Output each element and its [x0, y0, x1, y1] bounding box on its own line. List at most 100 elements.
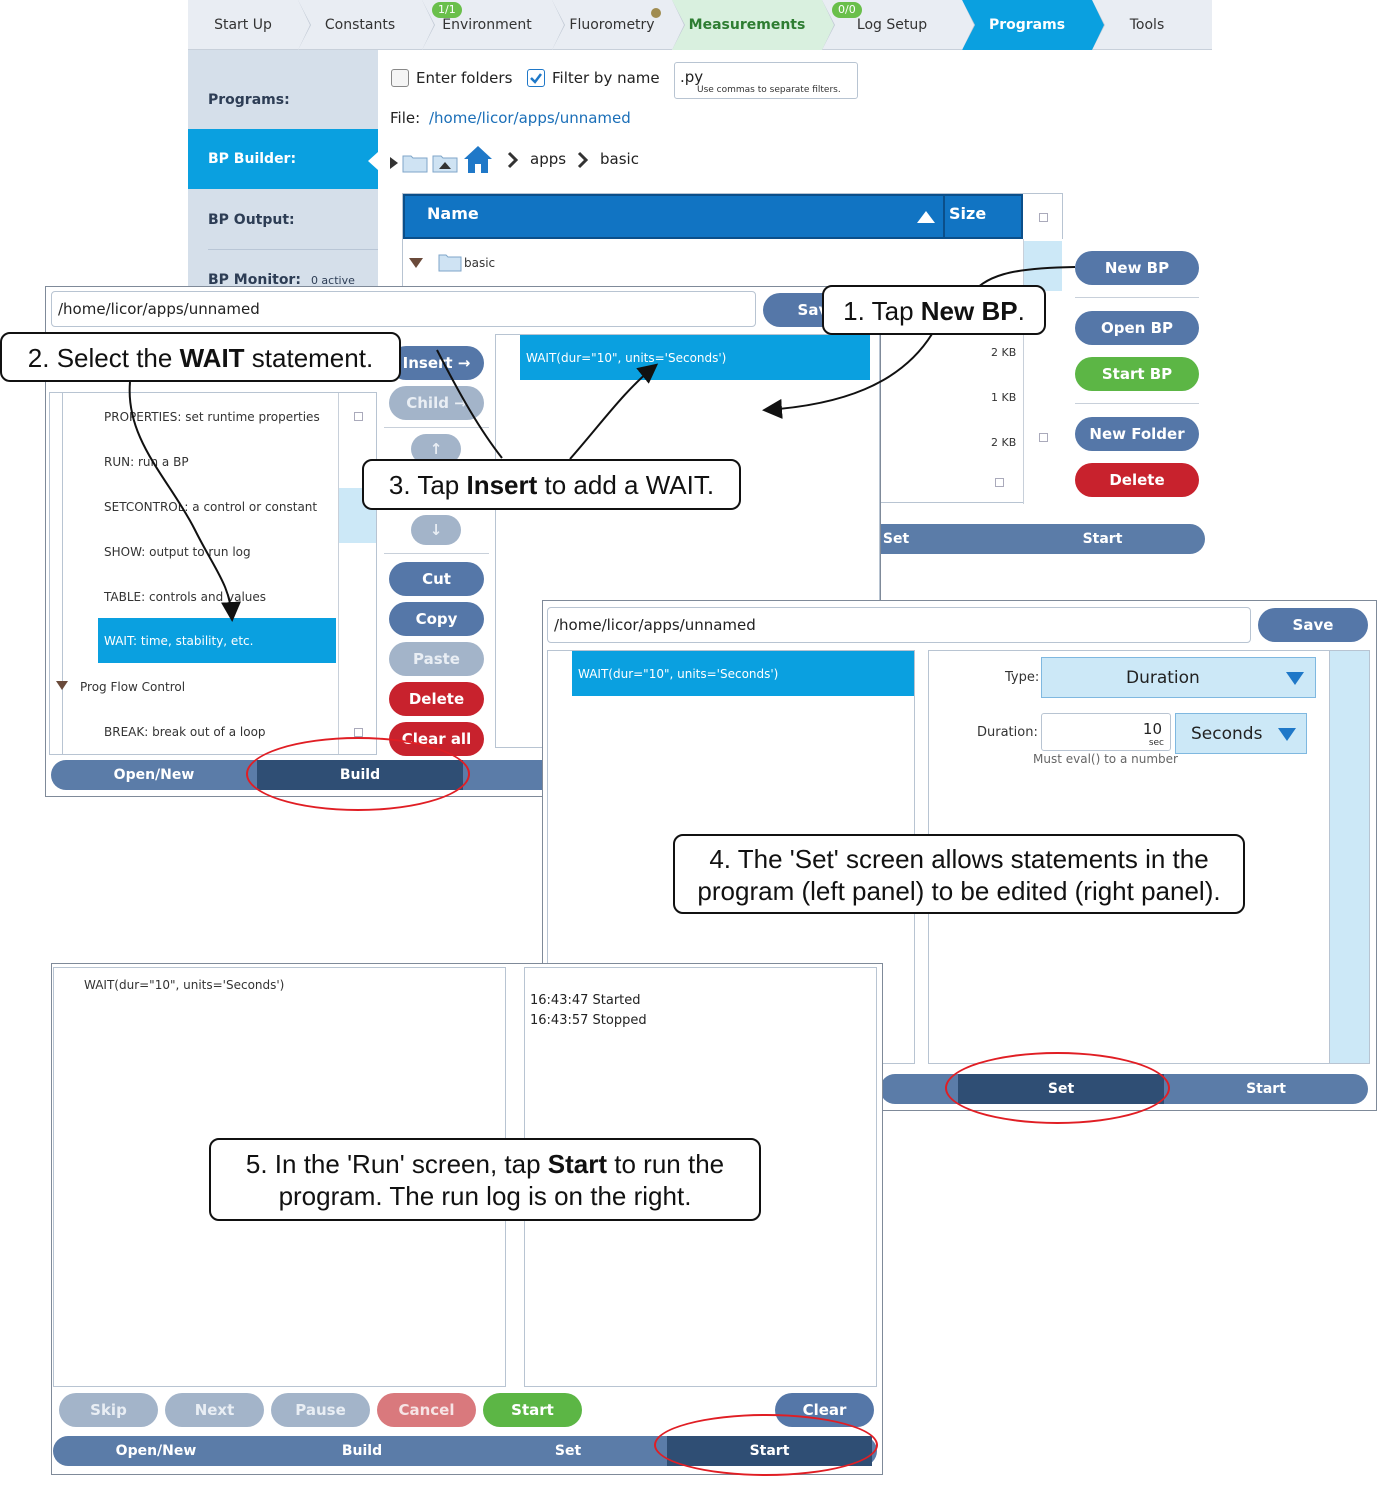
list-item[interactable]: SHOW: output to run log [104, 545, 251, 559]
crumb-basic[interactable]: basic [600, 150, 639, 168]
side-item-label: BP Builder: [208, 151, 297, 167]
list-item[interactable]: BREAK: break out of a loop [104, 725, 266, 739]
units-select[interactable]: Seconds [1175, 713, 1307, 754]
duration-input[interactable]: 10 sec [1041, 713, 1171, 751]
delete-button[interactable]: Delete [389, 682, 484, 716]
list-scrollbar[interactable] [338, 393, 376, 754]
start-bp-button[interactable]: Start BP [1075, 357, 1199, 391]
copy-button[interactable]: Copy [389, 602, 484, 636]
side-item-bp-output[interactable]: BP Output: [188, 190, 378, 250]
filter-input[interactable]: .py Use commas to separate filters. [674, 62, 858, 99]
collapse-arrow-icon[interactable] [409, 258, 423, 268]
divider [384, 427, 489, 428]
pause-button[interactable]: Pause [271, 1393, 370, 1427]
filter-by-name-checkbox[interactable] [527, 69, 545, 87]
type-select[interactable]: Duration [1041, 657, 1316, 698]
callout-text: 1. Tap [843, 296, 921, 326]
tab-log-setup[interactable]: Log Setup [822, 0, 975, 50]
delete-button[interactable]: Delete [1075, 463, 1199, 497]
open-bp-button[interactable]: Open BP [1075, 311, 1199, 345]
callout-step-4: 4. The 'Set' screen allows statements in… [673, 834, 1245, 914]
tab-open-new[interactable]: Open/New [113, 767, 195, 783]
next-button[interactable]: Next [165, 1393, 264, 1427]
list-item[interactable]: SETCONTROL: a control or constant [104, 500, 318, 514]
statement-list: PROPERTIES: set runtime properties RUN: … [49, 392, 377, 755]
tab-label: Measurements [688, 17, 806, 33]
breadcrumb: apps basic [390, 143, 650, 177]
program-line[interactable]: WAIT(dur="10", units='Seconds') [84, 978, 285, 992]
callout-text: program. The run log is on the right. [278, 1181, 692, 1211]
file-path: /home/licor/apps/unnamed [429, 109, 631, 127]
tab-open-new[interactable]: Open/New [115, 1443, 197, 1459]
expand-arrow-icon[interactable] [390, 157, 398, 169]
tab-environment[interactable]: Environment [422, 0, 565, 50]
row-select-box[interactable] [1039, 433, 1048, 442]
new-bp-button[interactable]: New BP [1075, 251, 1199, 285]
group-header[interactable]: Prog Flow Control [80, 680, 186, 694]
scroll-thumb[interactable] [1024, 241, 1062, 291]
tab-constants[interactable]: Constants [298, 0, 435, 50]
callout-step-1: 1. Tap New BP. [822, 285, 1046, 335]
save-button[interactable]: Save [1258, 608, 1368, 642]
insert-button[interactable]: Insert → [389, 346, 484, 380]
callout-step-5: 5. In the 'Run' screen, tap Start to run… [209, 1138, 761, 1221]
file-size: 2 KB [991, 436, 1017, 449]
enter-folders-checkbox[interactable] [391, 69, 409, 87]
filter-by-name-label: Filter by name [552, 69, 660, 87]
new-folder-button[interactable]: New Folder [1075, 417, 1199, 451]
skip-button[interactable]: Skip [59, 1393, 158, 1427]
cut-button[interactable]: Cut [389, 562, 484, 596]
crumb-apps[interactable]: apps [530, 150, 567, 168]
column-name-header[interactable]: Name [427, 204, 479, 223]
list-item[interactable]: TABLE: controls and values [104, 590, 267, 604]
editor-scrollbar[interactable] [1329, 651, 1369, 1063]
callout-text: 5. In the 'Run' screen, tap [245, 1149, 548, 1179]
tab-programs[interactable]: Programs [962, 0, 1105, 50]
collapse-arrow-icon[interactable] [56, 681, 68, 690]
tab-set[interactable]: Set [554, 1443, 582, 1459]
column-size-header[interactable]: Size [949, 204, 987, 223]
program-line-selected[interactable]: WAIT(dur="10", units='Seconds') [520, 335, 870, 380]
folder-icon [438, 254, 462, 272]
duration-hint: Must eval() to a number [1033, 752, 1178, 766]
program-line-label: WAIT(dur="10", units='Seconds') [578, 666, 779, 681]
tab-set[interactable]: Set [882, 531, 910, 547]
side-item-programs[interactable]: Programs: [188, 70, 378, 130]
tab-measurements[interactable]: Measurements [672, 0, 835, 50]
column-divider [943, 194, 945, 239]
tab-label: Fluorometry [569, 17, 655, 33]
row-select-box[interactable] [995, 478, 1004, 487]
start-button[interactable]: Start [483, 1393, 582, 1427]
tab-fluorometry[interactable]: Fluorometry [552, 0, 685, 50]
tab-start[interactable]: Start [1246, 1081, 1286, 1097]
folder-icon[interactable] [402, 153, 428, 173]
cancel-button[interactable]: Cancel [377, 1393, 476, 1427]
side-item-bp-builder[interactable]: BP Builder: [188, 129, 378, 189]
table-scrollbar[interactable] [1023, 239, 1063, 504]
sort-ascending-icon[interactable] [917, 210, 935, 224]
callout-bold: Insert [466, 470, 538, 500]
callout-text: program (left panel) to be edited (right… [697, 876, 1221, 906]
home-icon[interactable] [463, 144, 493, 174]
callout-bold: Start [547, 1149, 608, 1179]
child-button[interactable]: Child → [389, 386, 484, 420]
tab-tools[interactable]: Tools [1092, 0, 1202, 50]
callout-bold: WAIT [179, 343, 245, 373]
paste-button[interactable]: Paste [389, 642, 484, 676]
move-down-button[interactable]: ↓ [411, 515, 461, 545]
tab-build[interactable]: Build [341, 1443, 383, 1459]
side-item-bp-monitor[interactable]: BP Monitor: 0 active [188, 250, 378, 310]
program-line-selected[interactable]: WAIT(dur="10", units='Seconds') [572, 651, 914, 696]
select-all-box[interactable] [1039, 213, 1048, 222]
folder-row-basic[interactable]: basic [464, 256, 496, 270]
tab-start[interactable]: Start [1082, 531, 1123, 547]
list-item[interactable]: RUN: run a BP [104, 455, 189, 469]
list-item-selected[interactable]: WAIT: time, stability, etc. [98, 618, 336, 663]
divider [384, 553, 489, 554]
program-path-input[interactable]: /home/licor/apps/unnamed [547, 607, 1251, 643]
callout-text: . [1017, 296, 1025, 326]
folder-up-icon[interactable] [432, 153, 458, 173]
tab-start-up[interactable]: Start Up [188, 0, 311, 50]
program-path-input[interactable]: /home/licor/apps/unnamed [51, 291, 756, 327]
list-item[interactable]: PROPERTIES: set runtime properties [104, 410, 320, 424]
